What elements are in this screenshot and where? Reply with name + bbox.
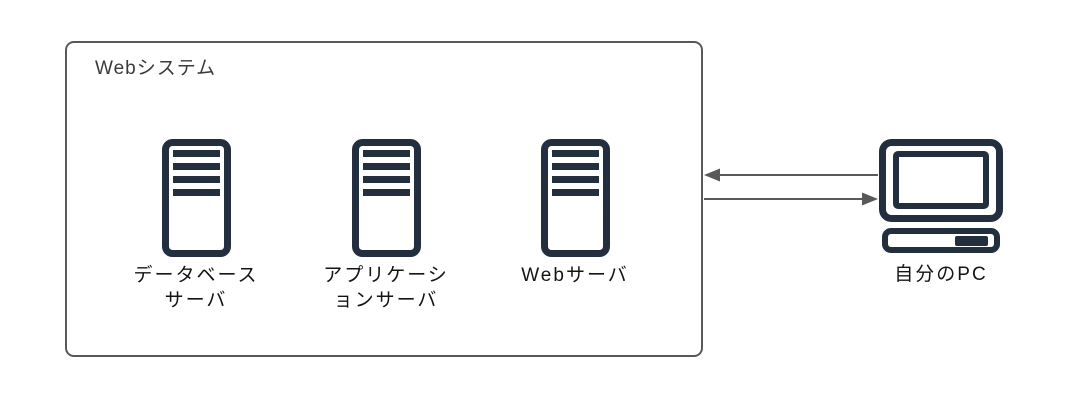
desktop-pc-icon: [879, 139, 1003, 253]
web-system-label: Webシステム: [95, 58, 217, 79]
arrow-pc-to-system: [704, 168, 878, 182]
node-application-server: アプリケーシ ョンサーバ: [306, 139, 466, 313]
node-web-server: Webサーバ: [495, 139, 655, 288]
server-icon: [351, 139, 421, 257]
web-server-label: Webサーバ: [521, 265, 629, 286]
database-server-label: データベース サーバ: [133, 265, 259, 311]
my-pc-label: 自分のPC: [894, 264, 988, 285]
server-icon: [540, 139, 610, 257]
server-icon: [161, 139, 231, 257]
application-server-label: アプリケーシ ョンサーバ: [323, 265, 449, 311]
arrow-system-to-pc: [704, 192, 878, 206]
node-my-pc: 自分のPC: [861, 139, 1021, 287]
node-database-server: データベース サーバ: [116, 139, 276, 313]
